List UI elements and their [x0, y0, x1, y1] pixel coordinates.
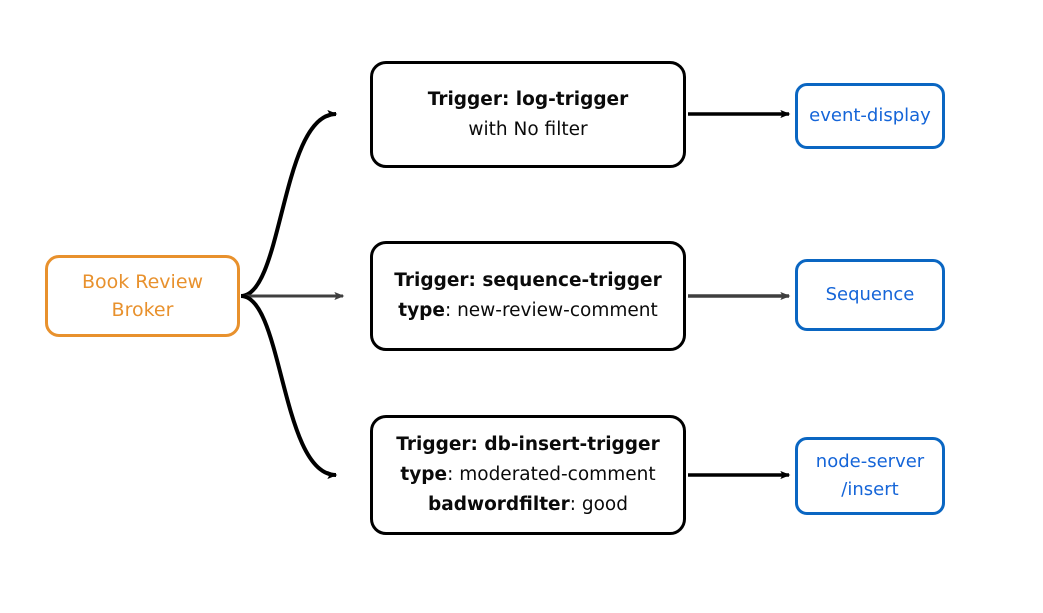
node-book-review-broker[interactable]: Book Review Broker — [45, 255, 240, 337]
service-node-server-label-line1: node-server — [815, 451, 925, 472]
broker-label-line1: Book Review — [81, 271, 204, 293]
service-event-display-label: event-display — [809, 105, 931, 126]
trigger-dbinsert-filter-value: : good — [569, 494, 628, 515]
trigger-dbinsert-type-key: type — [400, 464, 448, 485]
node-trigger-log-trigger[interactable]: Trigger: log-trigger with No filter — [370, 61, 686, 168]
node-service-event-display[interactable]: event-display — [795, 83, 945, 149]
trigger-log-title: Trigger: log-trigger — [427, 88, 629, 110]
edge-broker-to-log-trigger — [240, 110, 338, 298]
trigger-log-detail: with No filter — [468, 115, 587, 145]
service-sequence-label: Sequence — [825, 284, 915, 305]
trigger-sequence-detail-key: type — [398, 300, 445, 321]
trigger-sequence-detail: type: new-review-comment — [398, 296, 657, 326]
trigger-dbinsert-title: Trigger: db-insert-trigger — [396, 434, 660, 455]
trigger-dbinsert-detail-type: type: moderated-comment — [400, 460, 655, 490]
trigger-dbinsert-filter-key: badwordfilter — [428, 494, 570, 515]
broker-label-line2: Broker — [111, 299, 174, 321]
service-node-server-label-line2: /insert — [841, 479, 899, 500]
trigger-log-detail-value: with No filter — [468, 118, 588, 140]
node-service-node-server-insert[interactable]: node-server /insert — [795, 437, 945, 515]
trigger-sequence-detail-value: : new-review-comment — [444, 300, 658, 321]
trigger-dbinsert-type-value: : moderated-comment — [447, 464, 656, 485]
trigger-dbinsert-detail-filter: badwordfilter: good — [428, 490, 628, 520]
node-trigger-db-insert-trigger[interactable]: Trigger: db-insert-trigger type: moderat… — [370, 415, 686, 535]
node-trigger-sequence-trigger[interactable]: Trigger: sequence-trigger type: new-revi… — [370, 241, 686, 351]
edge-broker-to-db-insert-trigger — [240, 294, 338, 479]
node-service-sequence[interactable]: Sequence — [795, 259, 945, 331]
trigger-sequence-title: Trigger: sequence-trigger — [394, 270, 662, 291]
